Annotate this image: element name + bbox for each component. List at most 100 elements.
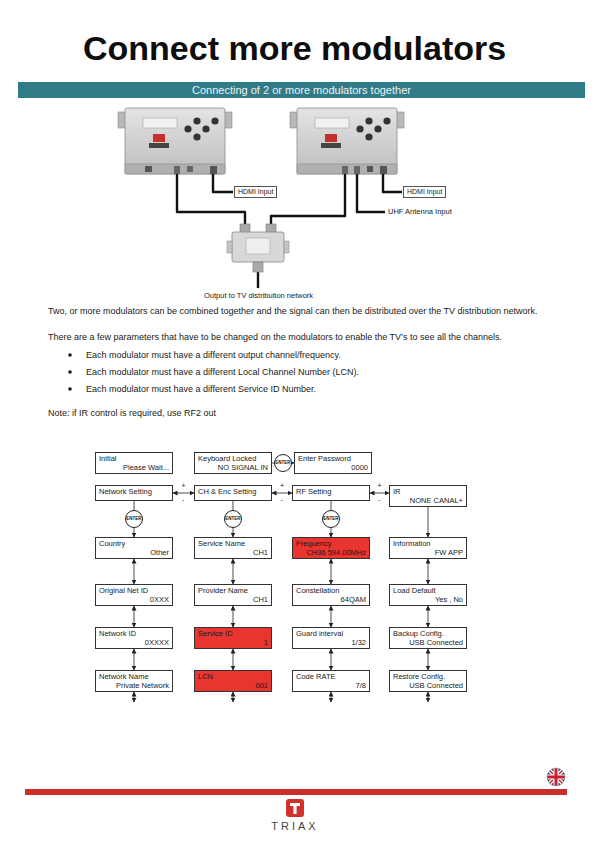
port bbox=[210, 166, 217, 174]
screen-label: Network Name bbox=[99, 672, 169, 681]
screen-label: IR bbox=[393, 487, 463, 496]
button bbox=[365, 133, 372, 140]
menu-screen: Backup Config.USB Connected bbox=[389, 627, 467, 649]
screen-label: Guard interval bbox=[296, 629, 366, 638]
display-bezel bbox=[321, 143, 341, 148]
menu-arrow bbox=[370, 493, 389, 494]
button bbox=[202, 125, 209, 132]
screen-label: Frequency bbox=[296, 539, 366, 548]
cable bbox=[257, 272, 259, 288]
screen-label: Network ID bbox=[99, 629, 169, 638]
port-strip bbox=[125, 164, 225, 174]
screen-value: 7/8 bbox=[296, 681, 366, 690]
enter-key: ENTER bbox=[224, 510, 242, 528]
screen-label: Keyboard Locked bbox=[198, 454, 268, 463]
button bbox=[365, 117, 372, 124]
continue-arrow bbox=[134, 692, 135, 702]
menu-arrow bbox=[331, 606, 332, 627]
menu-screen: CH & Enc Setting bbox=[194, 485, 272, 501]
enter-key: ENTER bbox=[274, 454, 292, 472]
screen-value: NONE CANAL+ bbox=[393, 496, 463, 505]
body-text: There are a few parameters that have to … bbox=[48, 331, 553, 343]
menu-screen: LCN001 bbox=[194, 670, 272, 692]
menu-arrow bbox=[233, 606, 234, 627]
menu-arrow bbox=[428, 606, 429, 627]
screen-label: Information bbox=[393, 539, 463, 548]
uk-flag bbox=[546, 767, 566, 787]
screen-value: 0XXXX bbox=[99, 638, 169, 647]
screen-value: USB Connected bbox=[393, 681, 463, 690]
screen-value: 0XXX bbox=[99, 595, 169, 604]
screen-label: RF Setting bbox=[296, 487, 366, 496]
bullet bbox=[68, 370, 72, 374]
screen-label: Backup Config. bbox=[393, 629, 463, 638]
splitter-label bbox=[246, 238, 270, 254]
menu-screen: Enter Password0000 bbox=[294, 452, 372, 474]
modulator-body bbox=[125, 108, 225, 174]
menu-screen: RF Setting bbox=[292, 485, 370, 501]
box-text: HDMI Input bbox=[238, 188, 273, 195]
screen-value: Other bbox=[99, 548, 169, 557]
screen-label: Service ID bbox=[198, 629, 268, 638]
continue-arrow bbox=[428, 692, 429, 702]
bullet-text: Each modulator must have a different Loc… bbox=[86, 366, 556, 378]
screen-label: Country bbox=[99, 539, 169, 548]
modulator bbox=[290, 108, 404, 174]
bullet bbox=[68, 387, 72, 391]
menu-screen: Constellation64QAM bbox=[292, 584, 370, 606]
cables bbox=[177, 174, 402, 288]
menu-screen: Load DefaultYes , No bbox=[389, 584, 467, 606]
screen-label: Original Net ID bbox=[99, 586, 169, 595]
menu-screen: Restore Config.USB Connected bbox=[389, 670, 467, 692]
box-text: HDMI Input bbox=[407, 188, 442, 195]
screen-value: CH1 bbox=[198, 548, 268, 557]
menu-screen: Code RATE7/8 bbox=[292, 670, 370, 692]
mount-tab bbox=[284, 241, 289, 253]
box-text: Connecting of 2 or more modulators toget… bbox=[192, 84, 411, 96]
continue-arrow bbox=[331, 692, 332, 702]
screen-label: Initial bbox=[99, 454, 169, 463]
key-symbol: + bbox=[182, 481, 186, 490]
screen-value: 0000 bbox=[298, 463, 368, 472]
screen-value: NO SIGNAL IN bbox=[198, 463, 268, 472]
bullet-text: Each modulator must have a different out… bbox=[86, 349, 556, 361]
display-bezel bbox=[149, 143, 169, 148]
screen-value: Yes , No bbox=[393, 595, 463, 604]
screen-value: 1 bbox=[198, 638, 268, 647]
enter-key: ENTER bbox=[125, 510, 143, 528]
button bbox=[193, 117, 200, 124]
button bbox=[383, 117, 390, 124]
key-symbol: + bbox=[280, 481, 284, 490]
menu-screen: InitialPlease Wait... bbox=[95, 452, 173, 474]
screen-label: Network Setting bbox=[99, 487, 169, 496]
button bbox=[193, 133, 200, 140]
screen-value: 1/32 bbox=[296, 638, 366, 647]
menu-arrow bbox=[134, 606, 135, 627]
port bbox=[145, 166, 152, 172]
body-text: Two, or more modulators can be combined … bbox=[48, 305, 553, 317]
key-symbol: - bbox=[378, 495, 380, 504]
screen-value: FW APP bbox=[393, 548, 463, 557]
page-title: Connect more modulators bbox=[83, 28, 506, 68]
mount-tab bbox=[227, 241, 232, 253]
cable bbox=[213, 174, 233, 192]
callout-box: HDMI Input bbox=[234, 186, 277, 198]
menu-screen: CountryOther bbox=[95, 537, 173, 559]
name-plate bbox=[315, 118, 349, 128]
menu-screen: Provider NameCH1 bbox=[194, 584, 272, 606]
screen-label: Enter Password bbox=[298, 454, 368, 463]
menu-screen: Service NameCH1 bbox=[194, 537, 272, 559]
button bbox=[211, 117, 218, 124]
flag-cross bbox=[546, 767, 566, 787]
modulator-body bbox=[297, 108, 397, 174]
port bbox=[174, 166, 180, 174]
button bbox=[374, 125, 381, 132]
menu-screen: Network ID0XXXX bbox=[95, 627, 173, 649]
flag-field bbox=[546, 767, 566, 787]
callout-box: HDMI Input bbox=[403, 186, 446, 198]
menu-arrow bbox=[173, 493, 194, 494]
logo-mark bbox=[286, 799, 304, 817]
screen-label: Provider Name bbox=[198, 586, 268, 595]
